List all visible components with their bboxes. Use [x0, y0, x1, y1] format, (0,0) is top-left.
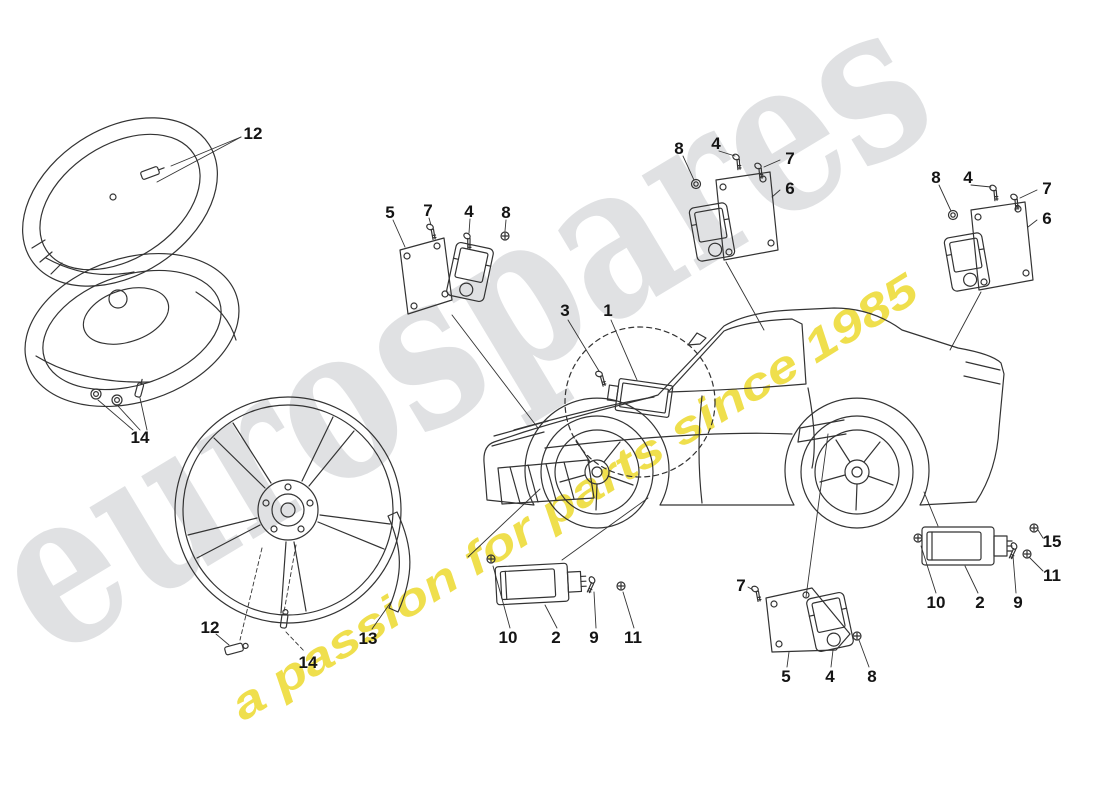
- mirror-icon: [687, 332, 707, 346]
- tyre-angled-view: [22, 117, 242, 287]
- nut-icon: [947, 209, 959, 221]
- bracket-assembly-top-left: [392, 217, 539, 429]
- leader-lines-control-unit: [567, 319, 638, 381]
- callout-7-top-center: 7: [785, 149, 794, 168]
- leader-lines-wheel: [215, 544, 392, 653]
- callout-2-right: 2: [975, 593, 984, 612]
- headlight: [491, 420, 549, 447]
- bracket-plate: [715, 171, 779, 261]
- door-line-rear: [807, 387, 815, 469]
- wheel-strip: [387, 511, 411, 613]
- callout-14-wheel: 14: [299, 653, 318, 672]
- callout-labels: 12 14 5 7 4 8 8 4 7 6 8 4 7 6 3 1 12 14 …: [131, 124, 1062, 686]
- bolt-icon: [852, 631, 862, 641]
- bolt-icon: [1022, 549, 1032, 559]
- leader-lines-14-left: [97, 397, 148, 431]
- callout-15-right: 15: [1043, 532, 1062, 551]
- bolt-icon: [1029, 523, 1039, 533]
- bracket-assembly-top-right: [938, 183, 1038, 351]
- control-unit: [606, 378, 674, 418]
- callout-9-right: 9: [1013, 593, 1022, 612]
- side-crease-line: [544, 432, 793, 449]
- valve-stem-icon: [134, 378, 145, 398]
- door-line: [698, 395, 703, 504]
- callout-12-tyre: 12: [244, 124, 263, 143]
- callout-8-top-right: 8: [931, 168, 940, 187]
- bracket-assembly-top-center: [682, 150, 781, 331]
- wheel-spokes: [187, 416, 391, 614]
- leader-lines-top-right: [938, 184, 1038, 351]
- callout-7-bottom-right: 7: [736, 576, 745, 595]
- screw-icon: [1003, 541, 1022, 561]
- callout-2-bottom-center: 2: [551, 628, 560, 647]
- bolt-icon: [913, 533, 923, 543]
- module-icon: [494, 561, 588, 606]
- module-icon: [921, 526, 1013, 566]
- side-window: [667, 318, 807, 393]
- receiver-module-bottom-center: [467, 488, 649, 629]
- callout-12-wheel: 12: [201, 618, 220, 637]
- side-intake: [797, 419, 847, 443]
- valve-nut-icon: [111, 394, 123, 406]
- callout-8-bottom-right: 8: [867, 667, 876, 686]
- callout-8-top-left: 8: [501, 203, 510, 222]
- leader-lines-top-left: [392, 217, 539, 429]
- bracket-plate: [399, 237, 453, 315]
- bolt-icon: [616, 581, 626, 591]
- callout-10-right: 10: [927, 593, 946, 612]
- module-icon: [805, 591, 855, 653]
- callout-11-bottom-center: 11: [624, 628, 642, 647]
- taillight: [963, 361, 1001, 385]
- valve-stub-icon: [109, 193, 117, 201]
- leader-lines-12-top: [156, 136, 242, 183]
- dashed-highlight-circle: [564, 326, 716, 478]
- receiver-module-right: [913, 491, 1044, 594]
- wheel-valve-14: [279, 608, 289, 629]
- callout-6-top-right: 6: [1042, 209, 1051, 228]
- callout-3-car: 3: [560, 301, 569, 320]
- tyre-inner-view: [24, 252, 240, 408]
- callout-5-top-left: 5: [385, 203, 394, 222]
- bolt-icon: [486, 554, 496, 564]
- module-icon: [943, 231, 991, 293]
- callout-4-bottom-right: 4: [825, 667, 835, 686]
- front-vent: [497, 459, 595, 505]
- callout-1-car: 1: [603, 301, 612, 320]
- tyre-sensor-icon: [140, 166, 165, 180]
- callout-4-top-left: 4: [464, 202, 474, 221]
- valve-cap-icon: [90, 388, 102, 400]
- valve-parts: [90, 378, 148, 431]
- callout-13-strip: 13: [359, 629, 378, 648]
- leader-lines-top-center: [682, 150, 781, 331]
- leader-lines-bottom-center: [467, 488, 649, 629]
- leader-lines-bottom-right: [747, 433, 870, 668]
- callout-8-top-center: 8: [674, 139, 683, 158]
- callout-4-top-right: 4: [963, 168, 973, 187]
- callout-10-bottom-center: 10: [499, 628, 518, 647]
- callout-5-bottom-right: 5: [781, 667, 790, 686]
- callout-7-top-left: 7: [423, 201, 432, 220]
- callout-7-top-right: 7: [1042, 179, 1051, 198]
- bracket-assembly-bottom-right: [747, 433, 870, 668]
- wheel-sensor-12: [224, 642, 249, 656]
- callout-9-bottom-center: 9: [589, 628, 598, 647]
- callout-6-top-center: 6: [785, 179, 794, 198]
- car-silhouette: [483, 307, 1005, 529]
- watermark-layer: eurospares a passion for parts since 198…: [0, 0, 970, 730]
- callout-14-valve: 14: [131, 428, 150, 447]
- callout-4-top-center: 4: [711, 134, 721, 153]
- bracket-plate: [765, 587, 851, 653]
- rear-wheel: [800, 415, 914, 529]
- callout-11-right: 11: [1043, 566, 1061, 585]
- screw-icon: [747, 584, 766, 603]
- screw-icon: [581, 575, 600, 595]
- bracket-plate: [970, 201, 1034, 291]
- leader-lines-right-module: [920, 491, 1044, 594]
- bolt-icon: [500, 231, 510, 241]
- alloy-wheel: [174, 396, 402, 624]
